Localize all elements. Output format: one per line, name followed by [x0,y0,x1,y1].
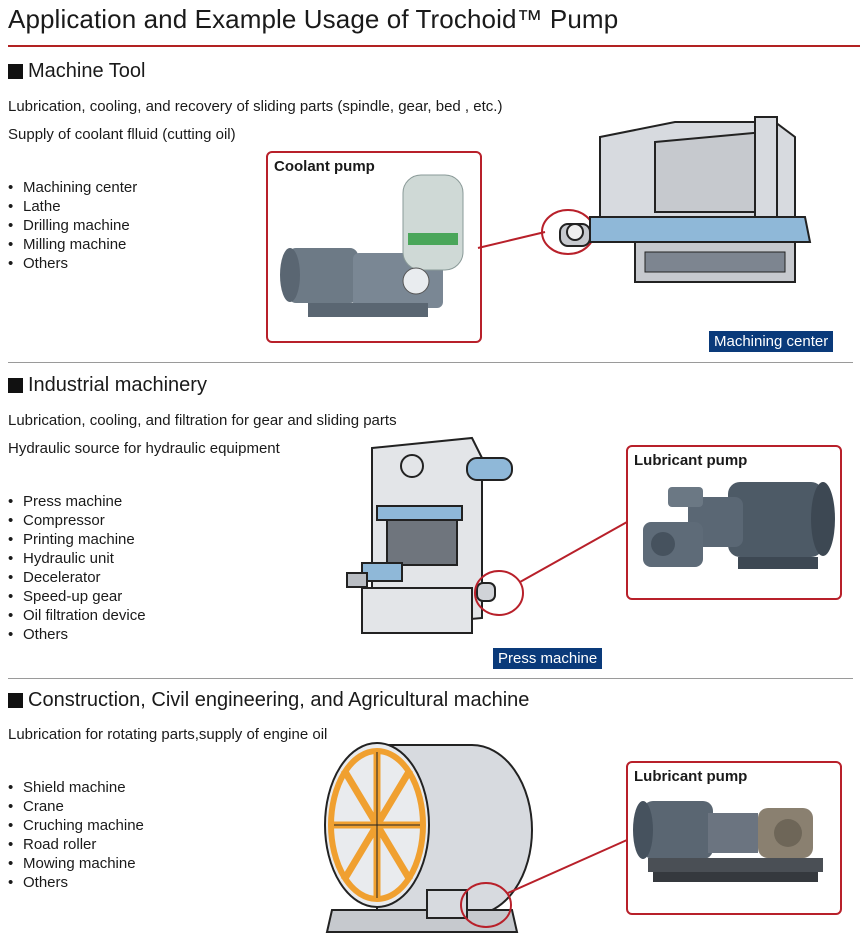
lubricant-pump-illustration [643,482,835,569]
section-description: Lubrication, cooling, and recovery of sl… [8,98,503,115]
list-item: Others [8,625,146,644]
list-item: Decelerator [8,568,146,587]
square-bullet-icon [8,378,23,393]
lubricant-pump-callout: Lubricant pump [626,445,842,600]
section-description: Hydraulic source for hydraulic equipment [8,440,280,457]
section-divider [8,362,853,363]
application-list: Press machine Compressor Printing machin… [8,492,146,644]
section-heading-text: Machine Tool [28,60,146,82]
title-divider [8,45,860,47]
list-item: Mowing machine [8,854,144,873]
square-bullet-icon [8,64,23,79]
coolant-pump-illustration [280,174,464,317]
pump-label: Lubricant pump [634,452,748,469]
machine-tag: Machining center [709,331,834,352]
section-description: Lubrication for rotating parts,supply of… [8,726,328,743]
list-item: Oil filtration device [8,606,146,625]
section-heading-construction: Construction, Civil engineering, and Agr… [8,689,529,712]
application-list: Shield machine Crane Cruching machine Ro… [8,778,144,892]
list-item: Shield machine [8,778,144,797]
pump-label: Coolant pump [274,158,375,175]
application-list: Machining center Lathe Drilling machine … [8,178,137,273]
list-item: Cruching machine [8,816,144,835]
lubricant-pump-illustration [633,801,823,882]
section-divider [8,678,853,679]
machining-center-illustration [559,116,812,283]
section-heading-industrial-machinery: Industrial machinery [8,374,207,397]
pump-label: Lubricant pump [634,768,748,785]
lubricant-pump-callout: Lubricant pump [626,761,842,915]
list-item: Road roller [8,835,144,854]
press-machine-illustration [346,436,513,634]
section-heading-text: Construction, Civil engineering, and Agr… [28,689,530,711]
machine-tag: Press machine [493,648,603,669]
section-description: Supply of coolant flluid (cutting oil) [8,126,236,143]
list-item: Drilling machine [8,216,137,235]
list-item: Compressor [8,511,146,530]
list-item: Machining center [8,178,137,197]
list-item: Milling machine [8,235,137,254]
page-title: Application and Example Usage of Trochoi… [8,4,619,34]
square-bullet-icon [8,693,23,708]
list-item: Others [8,254,137,273]
shield-machine-illustration [324,742,533,933]
list-item: Printing machine [8,530,146,549]
list-item: Hydraulic unit [8,549,146,568]
list-item: Others [8,873,144,892]
section-description: Lubrication, cooling, and filtration for… [8,412,397,429]
section-heading-text: Industrial machinery [28,374,207,396]
list-item: Crane [8,797,144,816]
list-item: Press machine [8,492,146,511]
section-heading-machine-tool: Machine Tool [8,60,145,83]
list-item: Speed-up gear [8,587,146,606]
list-item: Lathe [8,197,137,216]
